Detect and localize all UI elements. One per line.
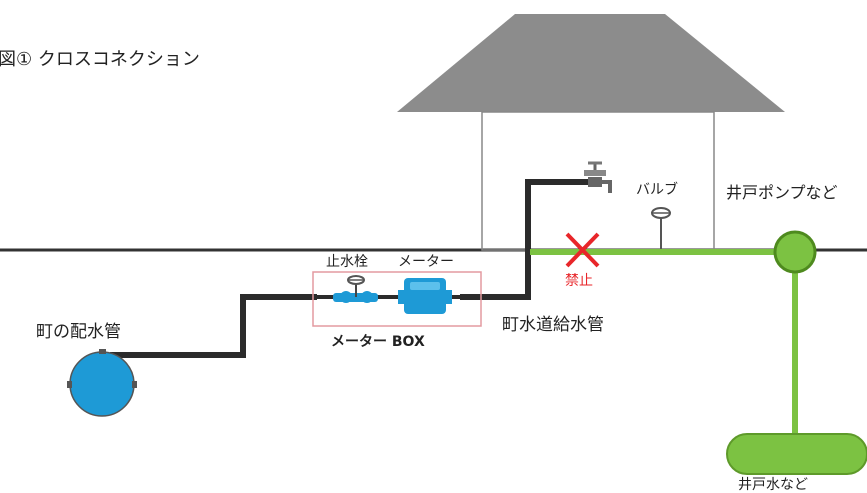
town-main-pipe-icon [67,349,137,417]
well-water-tank [726,433,867,475]
water-meter-icon [398,278,452,314]
meter-box [312,271,482,327]
meter-label: メーター [398,254,454,270]
stop-valve-label: 止水栓 [326,254,368,270]
valve-icon [651,207,671,249]
town-supply-pipe [110,294,317,358]
house-roof [397,14,785,112]
well-pump-label: 井戸ポンプなど [726,183,838,202]
town-main-label: 町の配水管 [36,322,121,342]
stop-valve-icon [333,275,378,303]
valve-label: バルブ [636,181,678,198]
well-water-label: 井戸水など [738,477,808,493]
meter-box-label: メーター BOX [331,334,425,350]
forbidden-label: 禁止 [565,273,593,289]
diagram-title: 図① クロスコネクション [0,49,200,70]
forbidden-x-icon [565,232,600,268]
house [397,14,785,251]
faucet-icon [584,161,612,193]
town-supply-pipe-inner [460,179,592,300]
town-supply-pipe-label: 町水道給水管 [502,315,604,335]
well-pump-icon [773,230,817,274]
